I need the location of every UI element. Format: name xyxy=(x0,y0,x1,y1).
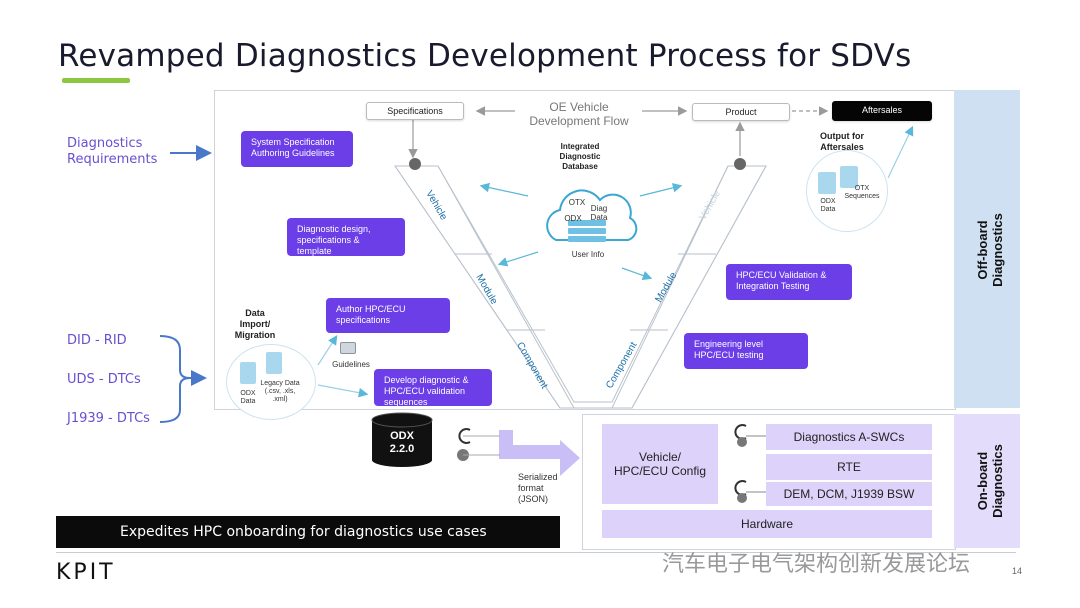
swc-box: Diagnostics A-SWCs xyxy=(766,424,932,450)
footer-banner: Expedites HPC onboarding for diagnostics… xyxy=(56,516,560,548)
specifications-box: Specifications xyxy=(366,102,464,120)
output-otx-label: OTX Sequences xyxy=(844,185,880,200)
database-title: Integrated Diagnostic Database xyxy=(559,142,601,171)
hardware-box: Hardware xyxy=(602,510,932,538)
db-otx: OTX xyxy=(568,198,586,207)
rte-box: RTE xyxy=(766,454,932,480)
input-uds-dtcs: UDS - DTCs xyxy=(67,372,141,387)
import-legacy-label: Legacy Data (.csv, .xls, .xml) xyxy=(260,380,300,403)
validation-box: HPC/ECU Validation & Integration Testing xyxy=(726,264,852,300)
db-odx: ODX xyxy=(564,214,582,223)
input-did-rid: DID - RID xyxy=(67,333,127,348)
import-title: Data Import/ Migration xyxy=(234,308,276,340)
input-j1939-dtcs: J1939 - DTCs xyxy=(67,411,150,426)
kpit-logo: KPIT xyxy=(56,560,116,585)
output-odx-doc xyxy=(818,172,836,194)
guidelines-label: Guidelines xyxy=(332,360,370,369)
output-otx-doc xyxy=(840,166,858,188)
footer-line xyxy=(56,552,1016,553)
import-odx-doc xyxy=(240,362,256,384)
output-aftersales-label: Output for Aftersales xyxy=(820,131,864,152)
offboard-tag xyxy=(954,90,1020,408)
page-title: Revamped Diagnostics Development Process… xyxy=(58,38,912,74)
serialized-label: Serialized format (JSON) xyxy=(518,472,558,504)
vehicle-config-box: Vehicle/ HPC/ECU Config xyxy=(602,424,718,504)
import-legacy-doc xyxy=(266,352,282,374)
author-box: Author HPC/ECU specifications xyxy=(326,298,450,333)
db-user-info: User Info xyxy=(571,250,605,259)
develop-box: Develop diagnostic & HPC/ECU validation … xyxy=(374,369,492,407)
product-box: Product xyxy=(692,103,790,121)
page-number: 14 xyxy=(1012,566,1023,576)
engineering-box: Engineering level HPC/ECU testing xyxy=(684,333,808,369)
onboard-tag xyxy=(954,414,1020,548)
sys-spec-box: System Specification Authoring Guideline… xyxy=(241,131,353,167)
bsw-box: DEM, DCM, J1939 BSW xyxy=(766,482,932,506)
design-box: Diagnostic design, specifications & temp… xyxy=(287,218,405,256)
odx-database-icon xyxy=(371,412,433,467)
output-odx-label: ODX Data xyxy=(820,198,836,213)
import-odx-label: ODX Data xyxy=(240,390,256,405)
db-diag-data: Diag Data xyxy=(590,204,608,222)
cloud-icon xyxy=(546,189,638,242)
odx-db-label: ODX 2.2.0 xyxy=(389,430,415,455)
aftersales-box: Aftersales xyxy=(832,101,932,121)
guidelines-book-icon xyxy=(340,342,356,354)
diagnostics-requirements: Diagnostics Requirements xyxy=(67,136,158,167)
watermark-text: 汽车电子电气架构创新发展论坛 xyxy=(662,552,971,577)
oe-flow-label: OE Vehicle Development Flow xyxy=(529,100,629,128)
title-underline xyxy=(62,78,130,83)
